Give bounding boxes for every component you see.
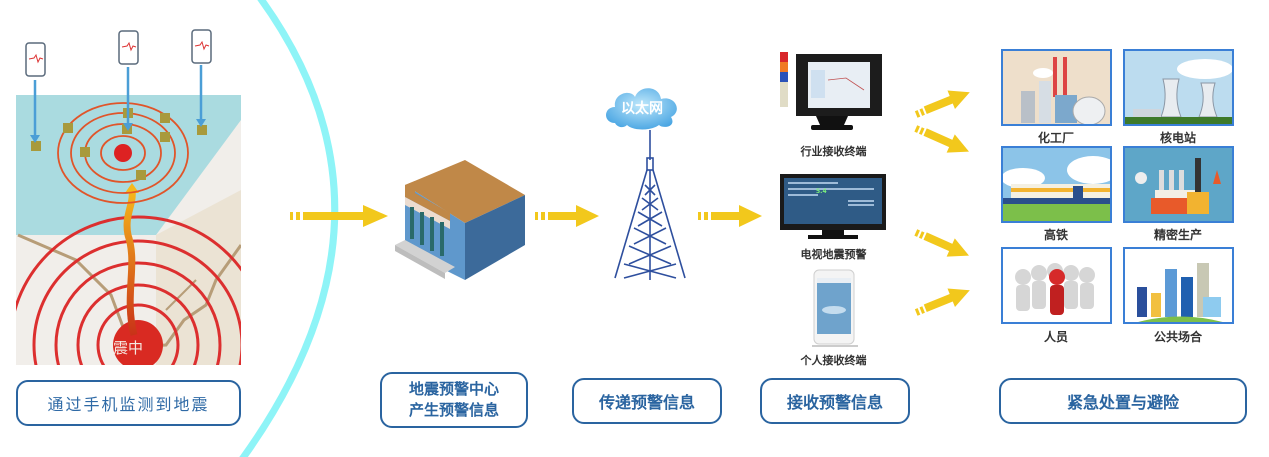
arrow-up-right-1 — [914, 90, 970, 118]
stage-receive-box: 接收预警信息 — [760, 378, 910, 424]
stage-center-box: 地震预警中心 产生预警信息 — [380, 372, 528, 428]
personal-phone-icon — [812, 269, 858, 347]
stage-center-label-line1: 地震预警中心 — [408, 380, 499, 398]
receiver-tv-label: 电视地震预警 — [800, 248, 867, 261]
flow-arrow-1 — [290, 205, 388, 227]
scene-chemical-plant-label: 化工厂 — [1037, 131, 1074, 145]
scene-people — [1001, 247, 1112, 324]
transmission-tower-icon — [614, 130, 686, 280]
scene-nuclear-plant — [1123, 49, 1234, 126]
epicenter-dot — [113, 320, 163, 365]
arrow-down-right-1 — [914, 125, 969, 153]
stage-respond-label: 紧急处置与避险 — [1066, 393, 1179, 412]
scene-public-places-label: 公共场合 — [1153, 330, 1202, 344]
flow-arrow-3 — [698, 205, 762, 227]
industry-terminal-icon — [780, 52, 882, 130]
stage-transmit-box: 传递预警信息 — [572, 378, 722, 424]
phone-icon — [25, 42, 46, 77]
scene-public-places — [1123, 247, 1234, 324]
ethernet-label: 以太网 — [621, 101, 663, 117]
scene-arrows — [914, 90, 970, 316]
arrow-down-right-2 — [914, 229, 969, 257]
detection-map: 震中 — [16, 95, 241, 365]
arrow-up-right-2 — [914, 288, 970, 316]
warning-center-building-icon — [395, 160, 525, 280]
phone-icon — [118, 30, 139, 65]
phone-sensors — [25, 29, 212, 143]
stage-detect-box: 通过手机监测到地震 — [16, 380, 241, 426]
tv-warning-icon — [780, 174, 886, 239]
scene-people-label: 人员 — [1043, 330, 1068, 344]
scene-high-speed-rail — [1001, 146, 1112, 223]
phone-icon — [191, 29, 212, 64]
epicenter-label: 震中 — [113, 339, 144, 357]
stage-receive-label: 接收预警信息 — [786, 393, 883, 412]
receiver-industry-label: 行业接收终端 — [800, 145, 867, 158]
tv-magnitude: 5.4 — [816, 188, 827, 195]
flow-arrow-2 — [535, 205, 599, 227]
receiver-personal-label: 个人接收终端 — [800, 354, 867, 367]
stage-detect-label: 通过手机监测到地震 — [47, 395, 210, 414]
stage-center-label-line2: 产生预警信息 — [408, 401, 499, 419]
stage-transmit-label: 传递预警信息 — [598, 393, 695, 412]
scene-nuclear-plant-label: 核电站 — [1159, 131, 1196, 145]
scene-precision-manufacturing-label: 精密生产 — [1153, 228, 1202, 242]
scene-high-speed-rail-label: 高铁 — [1043, 228, 1068, 242]
ethernet-cloud-icon: 以太网 — [603, 83, 681, 131]
stage-respond-box: 紧急处置与避险 — [999, 378, 1247, 424]
scene-precision-manufacturing — [1123, 146, 1234, 223]
scene-chemical-plant — [1001, 49, 1112, 126]
